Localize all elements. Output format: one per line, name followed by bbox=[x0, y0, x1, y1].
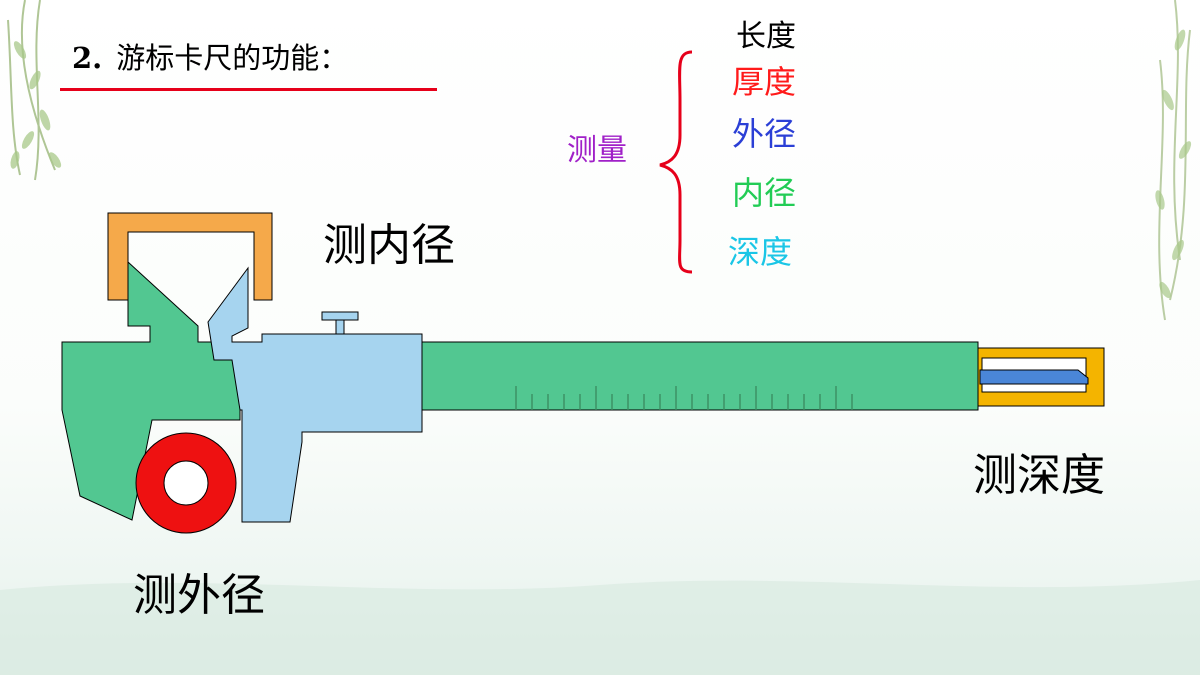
label-inner-diameter: 测内径 bbox=[323, 220, 455, 271]
label-outer-diameter: 测外径 bbox=[133, 570, 265, 621]
ring-workpiece bbox=[136, 433, 236, 533]
heading-underline bbox=[60, 88, 437, 91]
vernier-slider bbox=[207, 266, 423, 523]
heading-number: 2. bbox=[72, 41, 103, 75]
ring-outline-inner bbox=[163, 460, 209, 506]
scale-ticks bbox=[515, 386, 853, 410]
slide-heading: 2. 游标卡尺的功能： bbox=[72, 44, 348, 73]
label-depth: 测深度 bbox=[973, 450, 1105, 501]
measure-item-thickness: 厚度 bbox=[732, 63, 797, 101]
inner-jaw-bracket bbox=[107, 212, 273, 301]
measure-label: 测量 bbox=[567, 133, 627, 168]
thumb-screw-head bbox=[321, 311, 359, 321]
ring-outline-outer bbox=[135, 432, 237, 534]
heading-text: 游标卡尺的功能： bbox=[116, 41, 349, 75]
measure-item-depth: 深度 bbox=[728, 233, 793, 271]
measure-item-outer-diameter: 外径 bbox=[732, 115, 797, 153]
measure-item-inner-diameter: 内径 bbox=[732, 174, 797, 212]
measure-item-length: 长度 bbox=[736, 19, 796, 54]
depth-rod bbox=[979, 369, 1089, 385]
